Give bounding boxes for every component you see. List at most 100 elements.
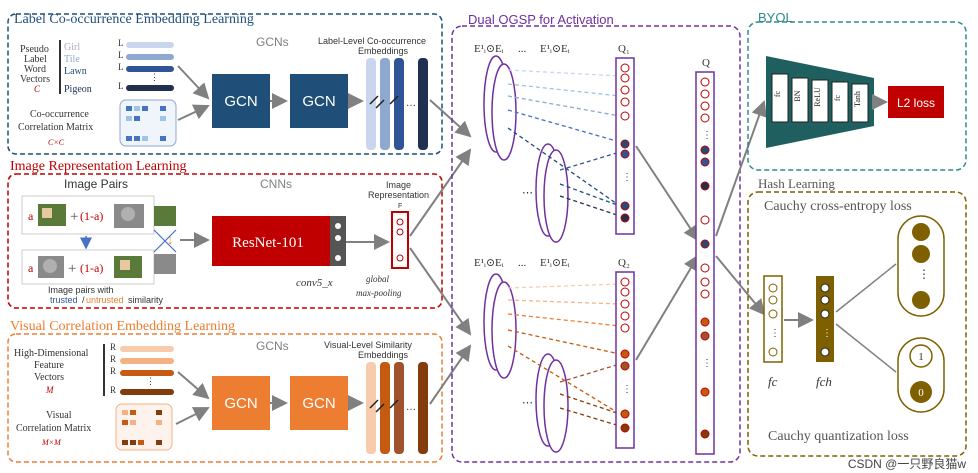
fc-vector bbox=[763, 275, 783, 363]
svg-text:E¹ᵢ⊙Eᵢ: E¹ᵢ⊙Eᵢ bbox=[540, 43, 570, 55]
svg-text:GCN: GCN bbox=[224, 395, 257, 412]
svg-text:M×M: M×M bbox=[41, 438, 62, 447]
svg-text:⋮: ⋮ bbox=[622, 384, 632, 395]
svg-text:ResNet-101: ResNet-101 bbox=[232, 235, 304, 251]
pv-sym: C bbox=[34, 84, 41, 94]
fc-label: fc bbox=[768, 374, 778, 389]
fch-label: fch bbox=[816, 374, 832, 389]
svg-text:+: + bbox=[68, 261, 76, 277]
svg-text:conv5_x: conv5_x bbox=[296, 277, 333, 289]
label-vectors: L L L ⋮ L bbox=[118, 38, 174, 91]
svg-text:L: L bbox=[118, 38, 124, 48]
visual-correlation-section: Visual Correlation Embedding Learning GC… bbox=[7, 319, 443, 463]
pseudo-label: Pseudo bbox=[20, 44, 49, 55]
label-emb-title: Label-Level Co-occurrence bbox=[318, 36, 426, 46]
svg-text:Q: Q bbox=[702, 57, 710, 69]
svg-text:R: R bbox=[110, 385, 116, 395]
gcn-block-1b bbox=[290, 74, 348, 128]
svg-text:Embeddings: Embeddings bbox=[358, 350, 409, 360]
byol-layers: fc BN ReLU fc Tanh bbox=[771, 73, 869, 123]
label-cooccurrence-section: Label Co-occurrence Embedding Learning G… bbox=[7, 12, 443, 155]
svg-text:Co-occurrence: Co-occurrence bbox=[30, 109, 89, 120]
ogsp-upper-columns: ⋯ bbox=[483, 55, 569, 243]
svg-text:Cauchy cross-entropy loss: Cauchy cross-entropy loss bbox=[764, 199, 912, 214]
hash-learning-section: Hash Learning Cauchy cross-entropy loss … bbox=[747, 176, 967, 457]
image-pair-top: a + (1-a) bbox=[21, 195, 155, 235]
q1-nodes: ⋮ bbox=[620, 63, 632, 223]
label-embeddings: … bbox=[366, 58, 428, 150]
svg-text:E¹ᵢ⊙Eᵢ: E¹ᵢ⊙Eᵢ bbox=[474, 257, 504, 269]
svg-text:R: R bbox=[110, 366, 116, 376]
svg-text:Label: Label bbox=[24, 54, 47, 65]
svg-text:⇣: ⇣ bbox=[166, 236, 174, 247]
svg-text:...: ... bbox=[518, 43, 527, 55]
word-tile: Tile bbox=[64, 54, 80, 65]
svg-text:L: L bbox=[118, 62, 124, 72]
ogsp-lower-columns: ⋯ bbox=[483, 273, 569, 453]
svg-text:⋮: ⋮ bbox=[822, 328, 832, 339]
gcn-block-1a bbox=[212, 74, 270, 128]
svg-text:R: R bbox=[110, 354, 116, 364]
svg-text:Cauchy quantization loss: Cauchy quantization loss bbox=[768, 429, 909, 444]
svg-text:Word: Word bbox=[24, 64, 46, 75]
section-title-visual-corr: Visual Correlation Embedding Learning bbox=[10, 319, 235, 334]
word-lawn: Lawn bbox=[64, 66, 87, 77]
gcn-block-3a bbox=[212, 376, 270, 430]
svg-text:1: 1 bbox=[918, 351, 924, 363]
svg-text:Embeddings: Embeddings bbox=[358, 46, 409, 56]
svg-text:untrusted: untrusted bbox=[86, 295, 124, 305]
svg-text:Image Pairs: Image Pairs bbox=[64, 177, 128, 191]
svg-text:Tanh: Tanh bbox=[853, 91, 862, 107]
svg-text:Visual: Visual bbox=[46, 410, 72, 421]
svg-text:GCNs: GCNs bbox=[256, 339, 289, 353]
svg-text:⋯: ⋯ bbox=[522, 187, 533, 199]
svg-text:Vectors: Vectors bbox=[34, 372, 64, 383]
svg-text:⋮: ⋮ bbox=[702, 130, 712, 141]
watermark: CSDN @一只野良猫w bbox=[848, 456, 967, 471]
image-rep-vector bbox=[391, 211, 409, 269]
svg-text:High-Dimensional: High-Dimensional bbox=[14, 348, 89, 359]
svg-text:⋮: ⋮ bbox=[918, 267, 930, 281]
svg-text:R: R bbox=[110, 342, 116, 352]
svg-text:GCN: GCN bbox=[302, 93, 335, 110]
resnet-block bbox=[212, 216, 330, 266]
svg-text:⋮: ⋮ bbox=[150, 72, 159, 82]
svg-text:Visual-Level Similarity: Visual-Level Similarity bbox=[324, 340, 412, 350]
svg-text:⋮: ⋮ bbox=[146, 376, 155, 386]
svg-text:global: global bbox=[366, 274, 390, 284]
svg-text:ReLU: ReLU bbox=[813, 87, 822, 107]
svg-text:Correlation Matrix: Correlation Matrix bbox=[18, 122, 93, 133]
svg-text:Representation: Representation bbox=[368, 190, 429, 200]
svg-text:a: a bbox=[28, 209, 34, 223]
svg-text:BN: BN bbox=[793, 90, 802, 101]
svg-text:(1-a): (1-a) bbox=[80, 261, 103, 275]
gcns-label-1: GCNs bbox=[256, 35, 289, 49]
section-title-hash: Hash Learning bbox=[758, 176, 835, 191]
svg-text:Correlation Matrix: Correlation Matrix bbox=[16, 423, 91, 434]
svg-text:a: a bbox=[28, 261, 34, 275]
svg-text:⋮: ⋮ bbox=[702, 358, 712, 369]
svg-text:...: ... bbox=[518, 257, 527, 269]
svg-text:Image pairs with: Image pairs with bbox=[48, 285, 114, 295]
svg-text:GCN: GCN bbox=[224, 93, 257, 110]
svg-text:fc: fc bbox=[773, 90, 782, 97]
image-representation-section: Image Representation Learning Image Pair… bbox=[7, 159, 443, 309]
ogsp-upper-lines bbox=[507, 69, 621, 217]
svg-text:Feature: Feature bbox=[34, 360, 65, 371]
section-title-image-rep: Image Representation Learning bbox=[10, 159, 186, 174]
svg-text:Q₁: Q₁ bbox=[618, 43, 630, 55]
svg-text:⋯: ⋯ bbox=[522, 397, 533, 409]
word-pigeon: Pigeon bbox=[64, 84, 92, 95]
section-title-byol: BYOL bbox=[758, 10, 793, 25]
word-girl: Girl bbox=[64, 42, 80, 53]
svg-text:0: 0 bbox=[918, 387, 924, 399]
svg-text:/: / bbox=[82, 295, 85, 305]
svg-text:L: L bbox=[118, 50, 124, 60]
svg-text:L2 loss: L2 loss bbox=[897, 96, 935, 110]
q2-nodes: ⋮ bbox=[620, 277, 632, 433]
visual-embeddings: … bbox=[366, 362, 428, 454]
svg-text:+: + bbox=[70, 209, 78, 225]
fch-vector bbox=[816, 276, 834, 362]
svg-text:E¹ᵢ⊙Eᵢ: E¹ᵢ⊙Eᵢ bbox=[540, 257, 570, 269]
